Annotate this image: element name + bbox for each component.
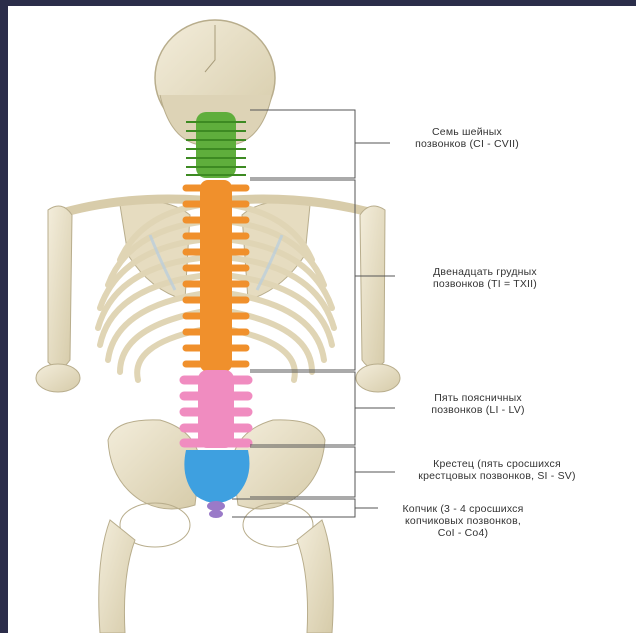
sacrum-label-line1: Крестец (пять сросшихся	[392, 458, 602, 470]
cervical-label: Семь шейных позвонков (CI - CVII)	[382, 126, 552, 150]
coccyx-label-line2: копчиковых позвонков,	[378, 515, 548, 527]
lumbar-vertebrae	[184, 370, 248, 448]
sacrum-label-line2: крестцовых позвонков, SI - SV)	[392, 470, 602, 482]
cervical-vertebrae	[186, 112, 246, 178]
thoracic-label-line1: Двенадцать грудных	[395, 266, 575, 278]
femurs	[99, 520, 334, 633]
coccyx-label-line3: CoI - Co4)	[378, 527, 548, 539]
lumbar-label: Пять поясничных позвонков (LI - LV)	[398, 392, 558, 416]
cervical-label-line2: позвонков (CI - CVII)	[382, 138, 552, 150]
sacrum-label: Крестец (пять сросшихся крестцовых позво…	[392, 458, 602, 482]
thoracic-label: Двенадцать грудных позвонков (TI = TXII)	[395, 266, 575, 290]
lumbar-label-line2: позвонков (LI - LV)	[398, 404, 558, 416]
coccyx-label: Копчик (3 - 4 сросшихся копчиковых позво…	[378, 503, 548, 539]
lumbar-label-line1: Пять поясничных	[398, 392, 558, 404]
coccyx	[207, 501, 225, 518]
thoracic-label-line2: позвонков (TI = TXII)	[395, 278, 575, 290]
coccyx-label-line1: Копчик (3 - 4 сросшихся	[378, 503, 548, 515]
cervical-label-line1: Семь шейных	[382, 126, 552, 138]
